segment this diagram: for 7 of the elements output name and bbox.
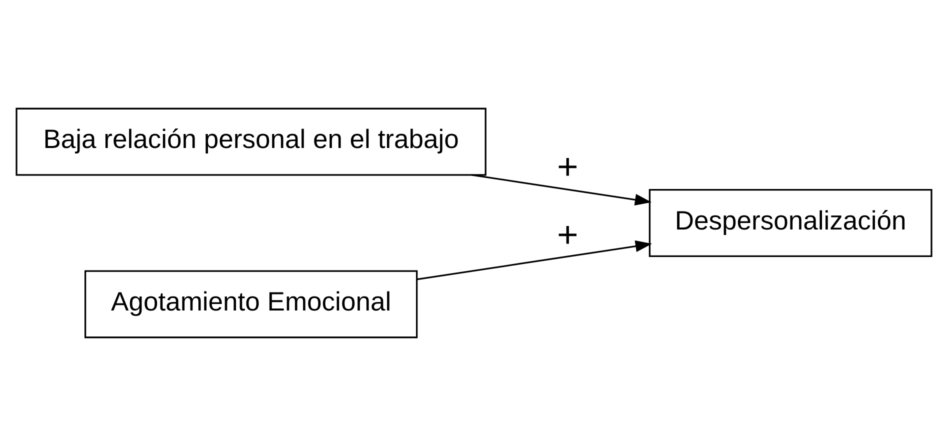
node-box: Agotamiento Emocional [84,270,418,338]
arrow [471,174,652,206]
node-box: Baja relación personal en el trabajo [16,108,486,176]
edge-label: + [557,146,578,188]
edge-label: + [557,214,578,256]
arrow [417,240,652,280]
node-box: Despersonalización [648,189,932,257]
